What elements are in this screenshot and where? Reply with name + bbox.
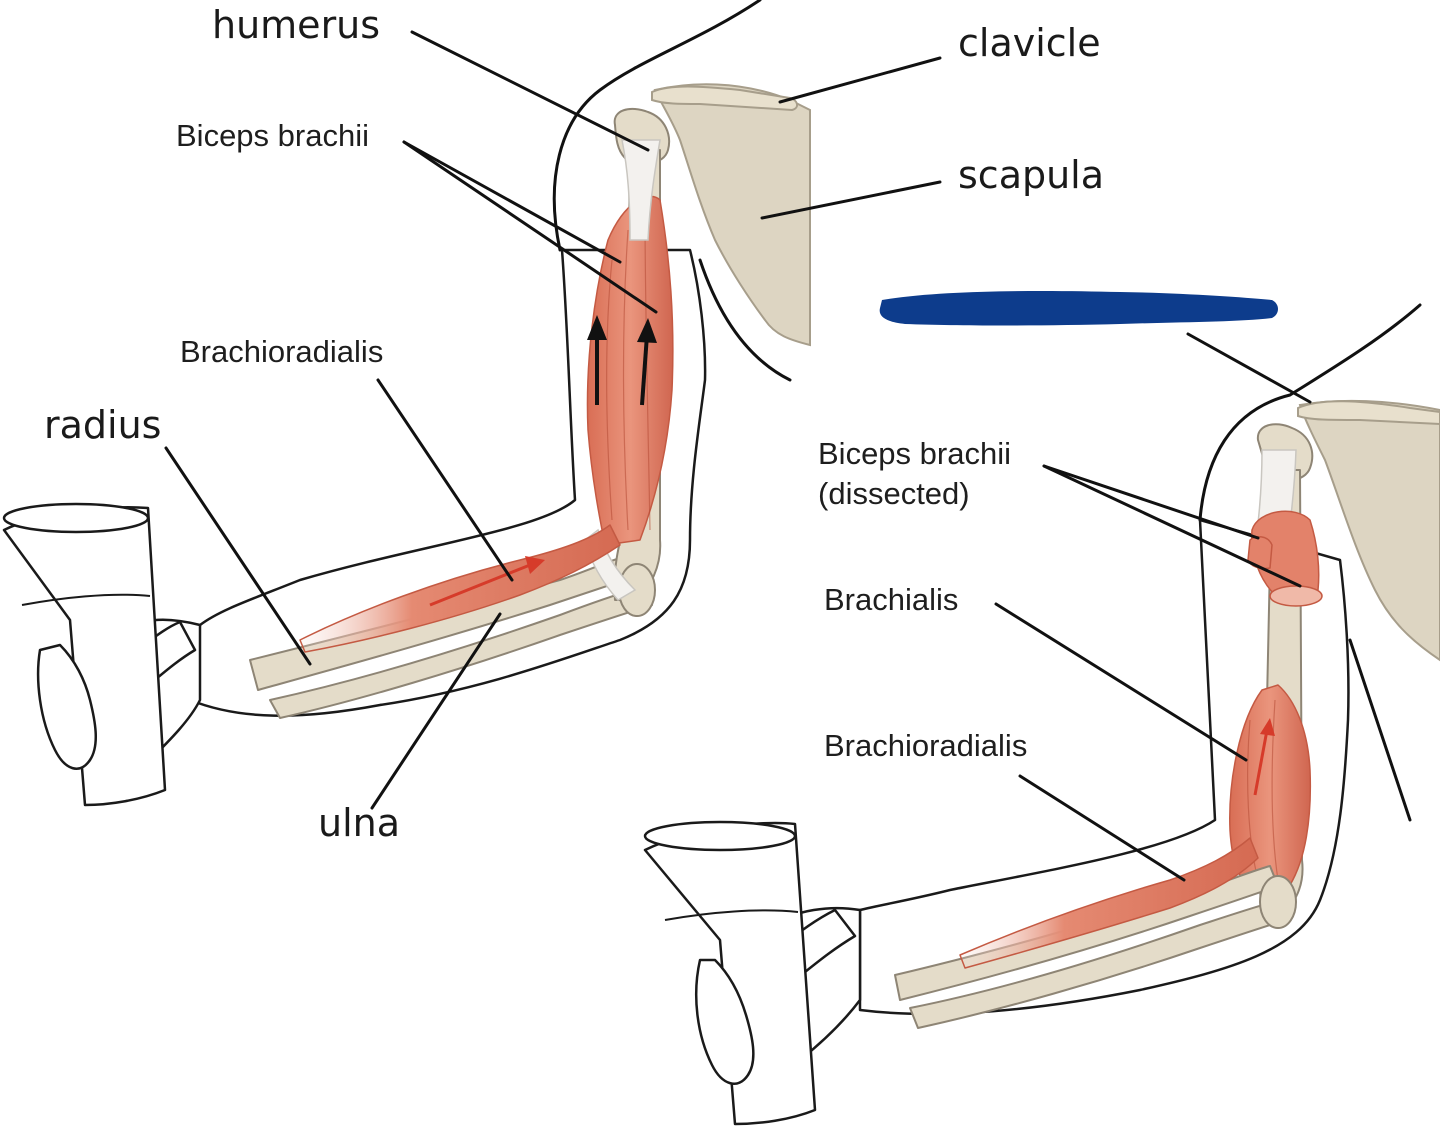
left-glass-water — [21, 593, 151, 606]
left-biceps-tendon — [621, 139, 661, 241]
scapula-leader-line — [760, 180, 942, 220]
clavicle-leader-line — [778, 56, 942, 104]
right-glass-water — [664, 909, 799, 921]
right-biceps-cut — [1269, 585, 1323, 607]
label-humerus: humerus — [212, 3, 381, 47]
right-brachialis-arrowhead — [1260, 718, 1275, 736]
biceps-leader-line-2 — [402, 140, 658, 314]
left-brachioradialis-muscle — [299, 524, 621, 653]
right-scapula-shape — [1298, 399, 1440, 662]
label-radius: radius — [44, 403, 162, 447]
label-clavicle: clavicle — [958, 21, 1101, 65]
right-brachialis-fibers — [1247, 699, 1279, 881]
biceps-leader-line-1 — [402, 140, 622, 264]
scapula-shape — [653, 83, 811, 347]
right-back-outline — [1348, 638, 1412, 822]
left-glass-rim — [2, 502, 150, 534]
label-brachioradialis-right: Brachioradialis — [824, 728, 1028, 763]
brachioradialis-right-leader-line — [1018, 774, 1186, 882]
brachialis-leader-line — [994, 602, 1248, 762]
left-upper-arm-outline — [188, 248, 707, 717]
contraction-arrow-icon — [429, 315, 657, 607]
biceps-dissected-leader-line-1 — [1042, 464, 1260, 540]
label-scapula: scapula — [958, 153, 1105, 197]
brachioradialis-left-leader-line — [376, 378, 514, 582]
right-elbow-bone — [1259, 875, 1297, 929]
radius-leader-line — [164, 446, 312, 666]
right-fingers — [695, 958, 755, 1085]
left-torso-outline — [552, 0, 762, 252]
left-back-outline — [698, 258, 792, 382]
right-torso-outline — [1198, 303, 1422, 522]
label-ulna: ulna — [318, 801, 401, 845]
label-biceps-brachii: Biceps brachii — [176, 118, 369, 153]
biceps-dissected-leader-line-2 — [1042, 464, 1302, 588]
right-glass-rim — [643, 820, 797, 852]
label-brachioradialis-left: Brachioradialis — [180, 334, 384, 369]
ulna-leader-line — [370, 612, 502, 810]
right-leader-lines — [994, 332, 1312, 882]
redacted-label-leader-line — [1186, 332, 1312, 404]
left-arm — [2, 0, 811, 807]
label-biceps-brachii-dissected-1: Biceps brachii — [818, 436, 1011, 471]
right-arm — [643, 303, 1440, 1126]
label-brachialis: Brachialis — [824, 582, 959, 617]
clavicle-shape — [651, 85, 798, 112]
right-clavicle-shape — [1297, 400, 1440, 426]
left-leader-lines — [164, 30, 942, 810]
right-brachialis-arrow — [1253, 729, 1269, 796]
blue-redaction-mark — [879, 290, 1278, 326]
label-biceps-brachii-dissected-2: (dissected) — [818, 476, 970, 511]
right-brachioradialis-muscle — [959, 837, 1259, 969]
humerus-leader-line — [410, 30, 650, 152]
left-fingers — [36, 643, 98, 770]
